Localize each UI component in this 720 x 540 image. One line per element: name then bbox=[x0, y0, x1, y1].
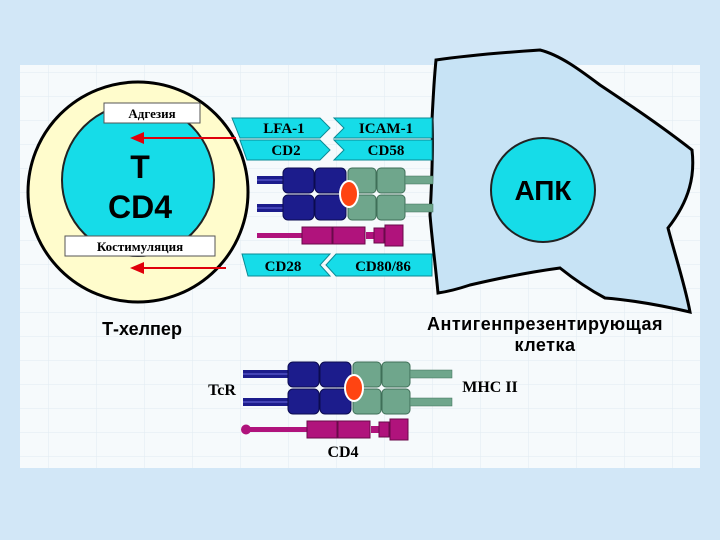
mhc-domain bbox=[377, 195, 405, 220]
legend-mhc-domain bbox=[382, 389, 410, 414]
tcr-domain bbox=[283, 168, 314, 193]
cd4-stalk bbox=[257, 233, 303, 238]
cd4-domain bbox=[385, 225, 403, 246]
cd2-label: CD2 bbox=[271, 143, 300, 159]
apc-caption-line1: Антигенпрезентирующая bbox=[427, 314, 663, 334]
legend-cd4-domain bbox=[338, 421, 370, 438]
costimulation-label: Костимуляция bbox=[97, 239, 183, 254]
cd4-domain bbox=[374, 228, 384, 243]
costimulatory-molecules: CD28 CD80/86 bbox=[242, 254, 432, 276]
legend-tcr-label: TcR bbox=[208, 382, 236, 399]
mhc-stalk bbox=[405, 204, 433, 212]
legend-cd4-domain bbox=[390, 419, 408, 440]
legend-mhc-domain bbox=[382, 362, 410, 387]
cd4-domain bbox=[302, 227, 332, 244]
t-helper-nucleus-line2: CD4 bbox=[108, 189, 172, 225]
legend-mhc-stalk bbox=[410, 398, 452, 406]
t-helper-nucleus-line1: T bbox=[130, 149, 150, 185]
lfa1-label: LFA-1 bbox=[263, 121, 304, 137]
apc-caption-line2: клетка bbox=[514, 335, 576, 355]
legend-cd4-domain bbox=[379, 422, 389, 437]
adhesion-label: Адгезия bbox=[128, 106, 175, 121]
legend-tcr-domain bbox=[288, 389, 319, 414]
cd4-connector bbox=[366, 232, 374, 239]
mhc-domain bbox=[377, 168, 405, 193]
legend-tcr-domain bbox=[288, 362, 319, 387]
mhc-stalk bbox=[405, 176, 433, 184]
t-helper-caption: Т-хелпер bbox=[102, 319, 182, 339]
legend-cd4-domain bbox=[307, 421, 337, 438]
legend-mhc2-label: MHC II bbox=[462, 379, 518, 396]
legend-mhc-stalk bbox=[410, 370, 452, 378]
legend-antigen-peptide bbox=[345, 375, 363, 401]
legend-cd4-label: CD4 bbox=[327, 444, 358, 461]
antigen-peptide bbox=[340, 181, 358, 207]
apc-abbr: АПК bbox=[514, 175, 572, 206]
tcr-domain bbox=[283, 195, 314, 220]
cd58-label: CD58 bbox=[368, 143, 405, 159]
icam1-label: ICAM-1 bbox=[359, 121, 413, 137]
legend-cd4-connector bbox=[371, 426, 379, 433]
cd80-86-label: CD80/86 bbox=[355, 259, 411, 275]
legend-cd4-stalk bbox=[246, 427, 308, 432]
cd4-domain bbox=[333, 227, 365, 244]
cd28-label: CD28 bbox=[265, 259, 302, 275]
